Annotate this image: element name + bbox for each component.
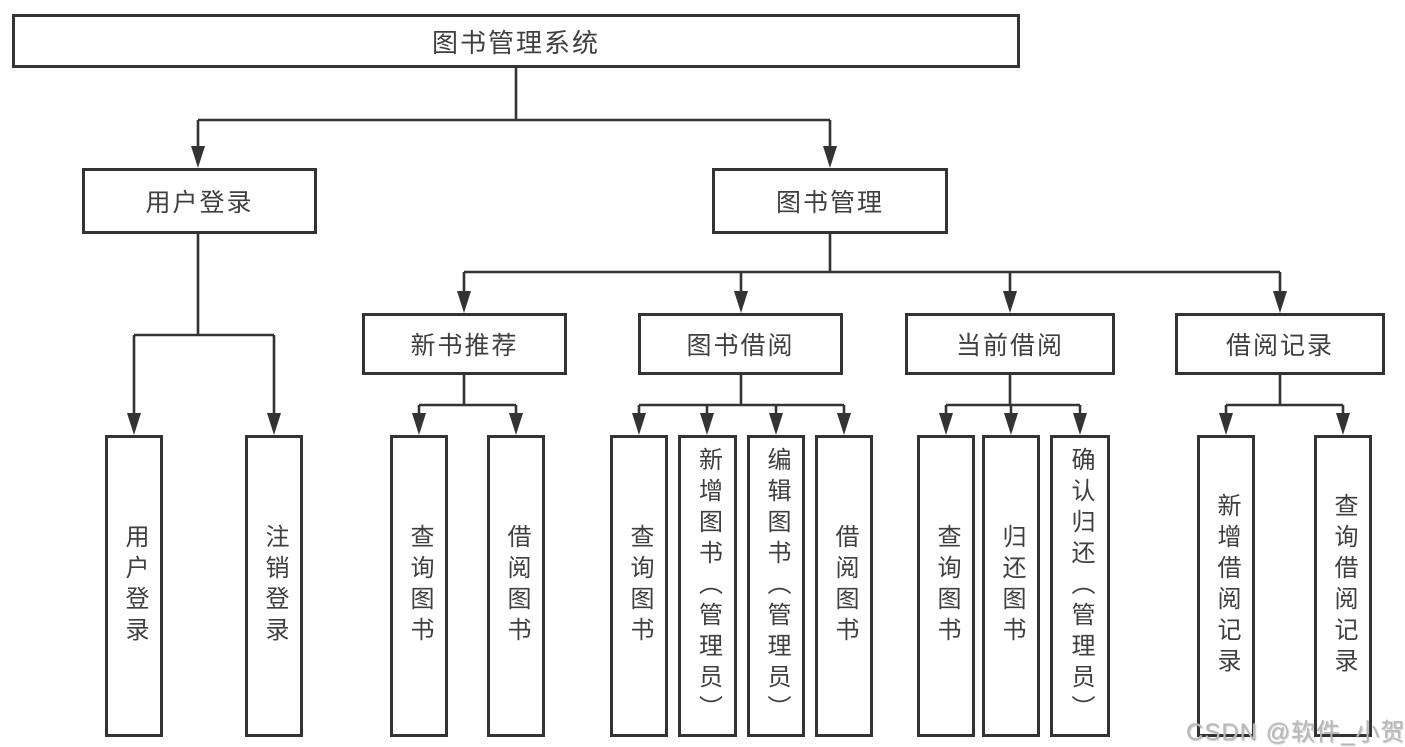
- node-new-book-recommendation: 新书推荐: [362, 313, 567, 375]
- node-label: 查询借阅记录: [1330, 493, 1357, 679]
- leaf-logout: 注销登录: [245, 435, 303, 737]
- leaf-query-books-borrowing: 查询图书: [610, 435, 668, 737]
- leaf-return-books: 归还图书: [982, 435, 1040, 737]
- leaf-confirm-return-admin: 确认归还（管理员）: [1050, 435, 1110, 737]
- node-label: 图书管理系统: [431, 27, 600, 58]
- leaf-query-books-current: 查询图书: [917, 435, 975, 737]
- leaf-borrow-books-recommend: 借阅图书: [487, 435, 545, 737]
- leaf-edit-books-admin: 编辑图书（管理员）: [747, 435, 805, 737]
- leaf-borrow-books: 借阅图书: [815, 435, 873, 737]
- node-label: 新增借阅记录: [1213, 493, 1240, 679]
- node-label: 确认归还（管理员）: [1067, 446, 1094, 726]
- leaf-query-borrow-record: 查询借阅记录: [1314, 435, 1372, 737]
- node-label: 借阅图书: [503, 524, 530, 648]
- node-label: 图书管理: [775, 189, 884, 217]
- leaf-query-books-recommend: 查询图书: [390, 435, 448, 737]
- node-label: 用户登录: [121, 524, 148, 648]
- node-label: 图书借阅: [686, 332, 795, 360]
- node-user-login: 用户登录: [82, 168, 317, 234]
- node-label: 新书推荐: [410, 332, 519, 360]
- node-label: 归还图书: [998, 524, 1025, 648]
- leaf-add-books-admin: 新增图书（管理员）: [678, 435, 737, 737]
- node-current-borrowing: 当前借阅: [905, 313, 1115, 375]
- node-label: 借阅图书: [831, 524, 858, 648]
- node-label: 借阅记录: [1225, 332, 1334, 360]
- node-label: 查询图书: [626, 524, 653, 648]
- node-label: 查询图书: [406, 524, 433, 648]
- leaf-user-login: 用户登录: [105, 435, 163, 737]
- csdn-watermark: CSDN @软件_小贺同学: [1186, 719, 1405, 746]
- node-book-borrowing: 图书借阅: [638, 313, 843, 375]
- leaf-add-borrow-record: 新增借阅记录: [1197, 435, 1255, 737]
- node-label: 注销登录: [261, 524, 288, 648]
- node-label: 新增图书（管理员）: [694, 446, 722, 726]
- node-label: 用户登录: [145, 189, 254, 217]
- node-library-management-system: 图书管理系统: [12, 14, 1020, 68]
- node-label: 当前借阅: [955, 332, 1064, 360]
- node-label: 编辑图书（管理员）: [763, 446, 790, 726]
- node-borrowing-records: 借阅记录: [1175, 313, 1385, 375]
- node-label: 查询图书: [933, 524, 960, 648]
- node-book-management: 图书管理: [712, 168, 948, 234]
